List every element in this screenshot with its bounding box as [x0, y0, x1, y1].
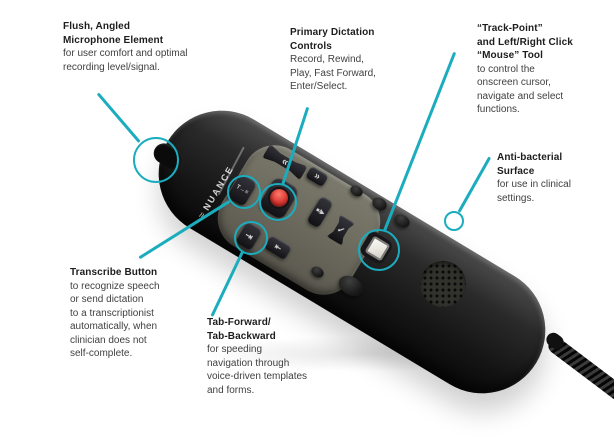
callout-body-line: to control the: [477, 63, 535, 75]
highlight-circle-tab: [234, 221, 268, 255]
callout-title-line: Tab-Forward/: [207, 317, 271, 328]
speaker-grille: [420, 261, 466, 307]
connector-line-tab: [210, 250, 245, 317]
callout-body-line: to recognize speech: [70, 280, 160, 292]
callout-body-line: voice-driven templates: [207, 371, 308, 382]
callout-title-line: “Track-Point”: [477, 23, 543, 34]
callout-title-line: Tab-Backward: [207, 330, 276, 342]
callout-trackpoint: “Track-Point” and Left/Right Click “Mous…: [477, 22, 573, 117]
callout-body-line: and forms.: [207, 384, 255, 396]
callout-body-line: settings.: [497, 192, 535, 204]
callout-primary-controls: Primary Dictation Controls Record, Rewin…: [290, 26, 376, 94]
callout-title-line: Primary Dictation: [290, 27, 375, 38]
callout-body-line: onscreen cursor,: [477, 77, 551, 88]
callout-body-line: Record, Rewind,: [290, 54, 364, 65]
callout-title-line: Flush, Angled: [63, 21, 131, 32]
callout-body-line: to a transcriptionist: [70, 307, 154, 319]
tab-backward-icon: ⇤: [272, 241, 284, 254]
callout-title-line: Surface: [497, 165, 535, 177]
highlight-circle-record: [259, 183, 297, 221]
callout-title-line: and Left/Right Click: [477, 36, 573, 48]
play-stop-icon: ■/▶: [314, 207, 326, 217]
connector-line-antibacterial: [457, 156, 492, 213]
connector-line-mic: [97, 92, 141, 143]
callout-body-line: Play, Fast Forward,: [290, 67, 376, 79]
callout-body-line: for speeding: [207, 344, 263, 355]
callout-title-line: Controls: [290, 40, 332, 52]
callout-body-line: or send dictation: [70, 294, 144, 305]
callout-title-line: “Mouse” Tool: [477, 50, 544, 61]
callout-tab: Tab-Forward/ Tab-Backward for speeding n…: [207, 316, 307, 397]
callout-body-line: Enter/Select.: [290, 81, 348, 92]
connector-line-trackpoint: [383, 51, 457, 233]
callout-body-line: self-complete.: [70, 348, 133, 359]
callout-title-line: Microphone Element: [63, 34, 164, 46]
callout-body-line: automatically, when: [70, 321, 158, 332]
callout-body-line: recording level/signal.: [63, 61, 160, 73]
callout-body-line: functions.: [477, 104, 520, 115]
highlight-circle-transcribe: [227, 175, 261, 209]
highlight-circle-antibacterial: [444, 211, 464, 231]
callout-mic-element: Flush, Angled Microphone Element for use…: [63, 20, 188, 74]
callout-title-line: Transcribe Button: [70, 267, 158, 278]
callout-transcribe: Transcribe Button to recognize speech or…: [70, 266, 160, 361]
callout-antibacterial: Anti-bacterial Surface for use in clinic…: [497, 151, 571, 205]
callout-body-line: for use in clinical: [497, 179, 571, 190]
callout-body-line: clinician does not: [70, 334, 147, 346]
highlight-circle-mic: [133, 137, 179, 183]
callout-body-line: navigation through: [207, 357, 290, 369]
callout-title-line: Anti-bacterial: [497, 152, 563, 163]
highlight-circle-trackpoint: [358, 229, 400, 271]
fast-forward-icon: »: [311, 170, 323, 183]
callout-body-line: navigate and select: [477, 90, 564, 102]
callout-body-line: for user comfort and optimal: [63, 48, 188, 59]
